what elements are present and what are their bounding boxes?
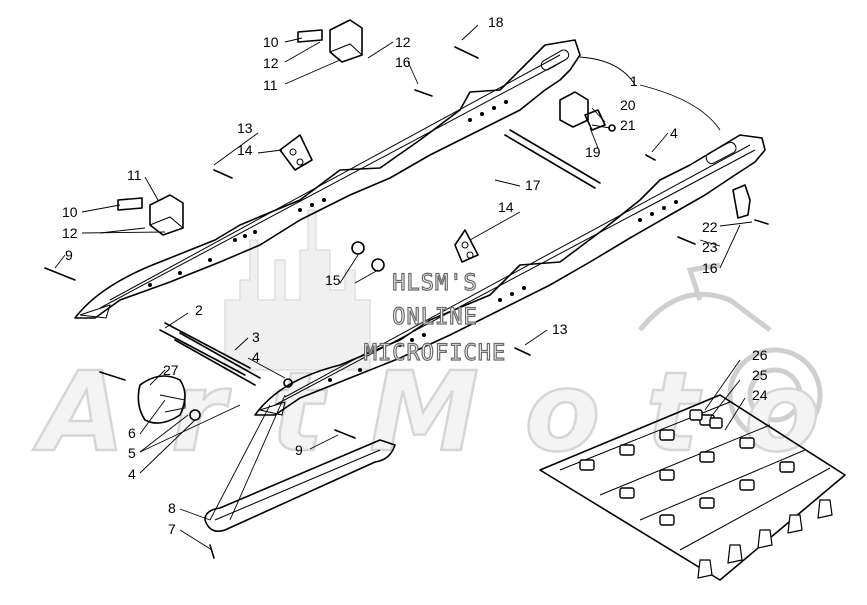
callout-15: 15 <box>325 272 341 288</box>
callout-24: 24 <box>752 387 768 403</box>
callout-27: 27 <box>163 362 179 378</box>
callout-1: 1 <box>630 73 638 89</box>
callout-23: 23 <box>702 239 718 255</box>
callout-17: 17 <box>525 177 541 193</box>
callout-26: 26 <box>752 347 768 363</box>
callout-10-lower: 10 <box>62 204 78 220</box>
callout-2: 2 <box>195 302 203 318</box>
track-24 <box>539 394 846 581</box>
spring-stop-19-20 <box>559 91 616 132</box>
callout-12-upper-right: 12 <box>395 34 411 50</box>
rail-right-holes <box>328 200 678 382</box>
watermark-skyline <box>224 209 371 371</box>
callout-16-upper: 16 <box>395 54 411 70</box>
watermark-line-1: HLSM'S <box>392 271 477 296</box>
watermark-line-2: ONLINE <box>392 305 477 330</box>
callout-11-lower: 11 <box>127 167 142 183</box>
callout-11-upper: 11 <box>263 77 278 93</box>
callout-9-upper: 9 <box>65 247 73 263</box>
callout-8: 8 <box>168 500 176 516</box>
callout-21: 21 <box>620 117 636 133</box>
watermark-motorcycle <box>638 262 823 443</box>
cross-shafts-2-3 <box>159 322 261 386</box>
callout-25: 25 <box>752 367 768 383</box>
callout-4-upper: 4 <box>670 125 678 141</box>
spring-block-11-lower <box>117 194 184 236</box>
callout-16-lower: 16 <box>702 260 718 276</box>
callout-numbers: 18 1 10 12 11 12 16 20 21 19 4 13 14 11 … <box>62 14 768 537</box>
slide-rail-left <box>74 39 581 319</box>
callout-14-lower: 14 <box>498 199 514 215</box>
rail-left-holes <box>148 100 508 287</box>
slide-rail-right <box>254 134 766 416</box>
cross-shaft-17 <box>504 129 601 189</box>
callout-9-lower: 9 <box>295 442 303 458</box>
spring-block-11-upper <box>297 19 363 63</box>
watermark-line-3: MICROFICHE <box>364 341 506 366</box>
callout-13-upper: 13 <box>237 120 253 136</box>
track-teeth <box>697 499 833 579</box>
callout-13-lower: 13 <box>552 321 568 337</box>
callout-5: 5 <box>128 445 136 461</box>
callout-19: 19 <box>585 144 601 160</box>
callout-3: 3 <box>252 329 260 345</box>
wear-strip-8 <box>204 439 396 533</box>
callout-4-lower: 4 <box>128 466 136 482</box>
callout-6: 6 <box>128 425 136 441</box>
bracket-14-lower <box>454 229 479 263</box>
callout-22: 22 <box>702 219 718 235</box>
callout-10-upper: 10 <box>263 34 279 50</box>
end-bracket-22 <box>732 184 751 219</box>
hardware-bolts <box>44 46 769 559</box>
callout-12-upper-left: 12 <box>263 55 279 71</box>
callout-7: 7 <box>168 521 176 537</box>
track-lugs <box>579 409 795 526</box>
callout-20: 20 <box>620 97 636 113</box>
watermark-text: HLSM'S ONLINE MICROFICHE <box>363 270 506 366</box>
callout-12-lower: 12 <box>62 225 78 241</box>
callout-18: 18 <box>488 14 504 30</box>
callout-4-middle: 4 <box>252 349 260 365</box>
leader-lines <box>54 24 753 551</box>
callout-14-upper: 14 <box>237 142 253 158</box>
bracket-14-upper <box>279 134 313 171</box>
